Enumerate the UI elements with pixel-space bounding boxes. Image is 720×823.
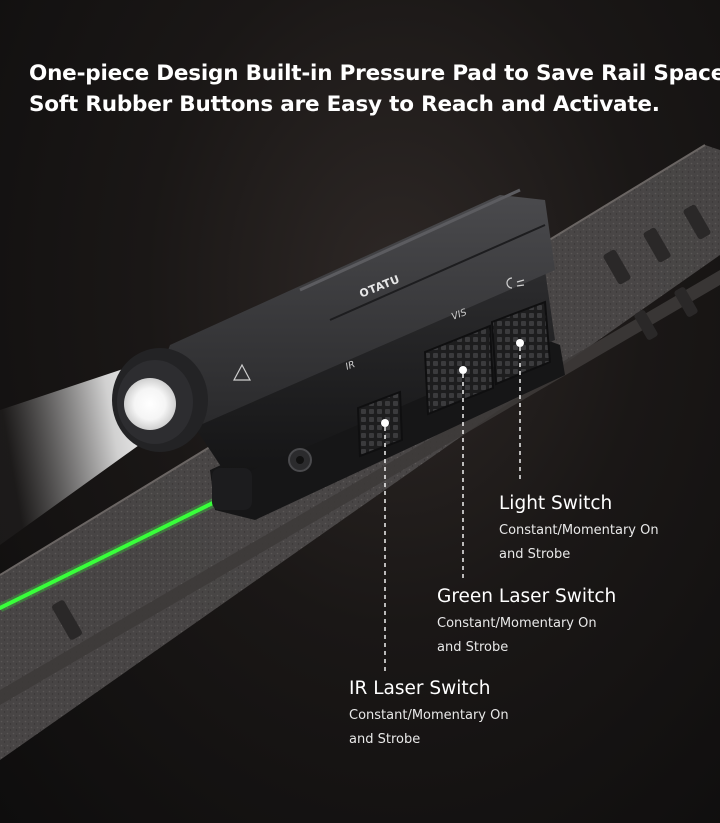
callout-desc-line-2: and Strobe xyxy=(437,640,509,655)
callout-green-laser-switch: Green Laser Switch Constant/Momentary On… xyxy=(437,585,616,660)
callout-desc-line-1: Constant/Momentary On xyxy=(349,708,509,723)
light-beam-icon xyxy=(506,277,525,289)
callout-desc-line-1: Constant/Momentary On xyxy=(437,616,597,631)
flashlight-lens xyxy=(124,378,176,430)
rail-slots xyxy=(52,204,711,640)
callout-ir-laser-switch: IR Laser Switch Constant/Momentary On an… xyxy=(349,677,509,752)
green-laser-glow xyxy=(0,487,237,613)
callout-desc-line-2: and Strobe xyxy=(349,732,421,747)
green-laser-beam xyxy=(0,490,237,610)
callout-desc-line-1: Constant/Momentary On xyxy=(499,523,659,538)
headline: One-piece Design Built-in Pressure Pad t… xyxy=(29,58,720,120)
callout-leaders xyxy=(384,347,521,672)
ir-button-dot xyxy=(381,419,389,427)
ir-laser-button[interactable] xyxy=(356,390,404,458)
green-button-dot xyxy=(459,366,467,374)
callout-desc-line-2: and Strobe xyxy=(499,547,571,562)
callout-title: Light Switch xyxy=(499,493,613,514)
headline-line-2: Soft Rubber Buttons are Easy to Reach an… xyxy=(29,92,660,117)
callout-title: Green Laser Switch xyxy=(437,586,617,607)
headline-line-1: One-piece Design Built-in Pressure Pad t… xyxy=(29,61,720,86)
laser-warning-icon xyxy=(233,363,251,381)
light-button-dot xyxy=(516,339,524,347)
callout-title: IR Laser Switch xyxy=(349,678,491,699)
callout-light-switch: Light Switch Constant/Momentary On and S… xyxy=(499,492,659,567)
